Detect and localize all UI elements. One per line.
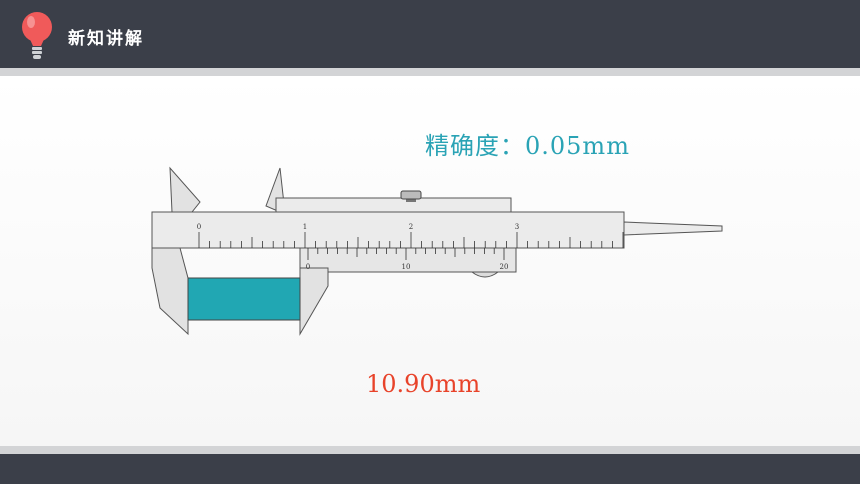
header-bar: 新知讲解	[0, 0, 860, 68]
measurement-reading: 10.90mm	[366, 370, 481, 398]
slider-rail	[275, 197, 512, 213]
main-scale-ticks	[198, 232, 624, 248]
vernier-scale-label: 10	[402, 263, 411, 271]
slider-notch	[470, 271, 500, 278]
lower-sliding-jaw	[299, 267, 329, 336]
depth-rod	[623, 221, 723, 236]
lower-fixed-jaw	[151, 247, 189, 336]
main-scale-label: 3	[515, 223, 519, 231]
thumb-screw	[400, 190, 422, 200]
main-scale-label: 2	[409, 223, 413, 231]
vernier-scale-label: 20	[500, 263, 509, 271]
lightbulb-icon	[22, 12, 52, 59]
measured-object	[187, 277, 301, 321]
vernier-slider	[299, 247, 517, 273]
main-scale-label: 0	[197, 223, 201, 231]
vernier-scale-labels: 0 10 20	[306, 263, 509, 271]
precision-label: 精确度：0.05mm	[425, 132, 630, 160]
vernier-scale-ticks	[307, 248, 505, 260]
vernier-caliper-diagram: 0 1 2 3 0 10 20	[151, 166, 723, 336]
thumb-screw-base	[406, 198, 416, 202]
main-scale-label: 1	[303, 223, 307, 231]
main-scale-labels: 0 1 2 3	[197, 223, 519, 231]
footer-divider	[0, 446, 860, 454]
upper-fixed-jaw	[169, 166, 201, 213]
section-title: 新知讲解	[68, 29, 144, 49]
vernier-scale-label: 0	[306, 263, 310, 271]
main-beam	[151, 211, 625, 249]
footer-bar	[0, 454, 860, 484]
header-divider	[0, 68, 860, 76]
